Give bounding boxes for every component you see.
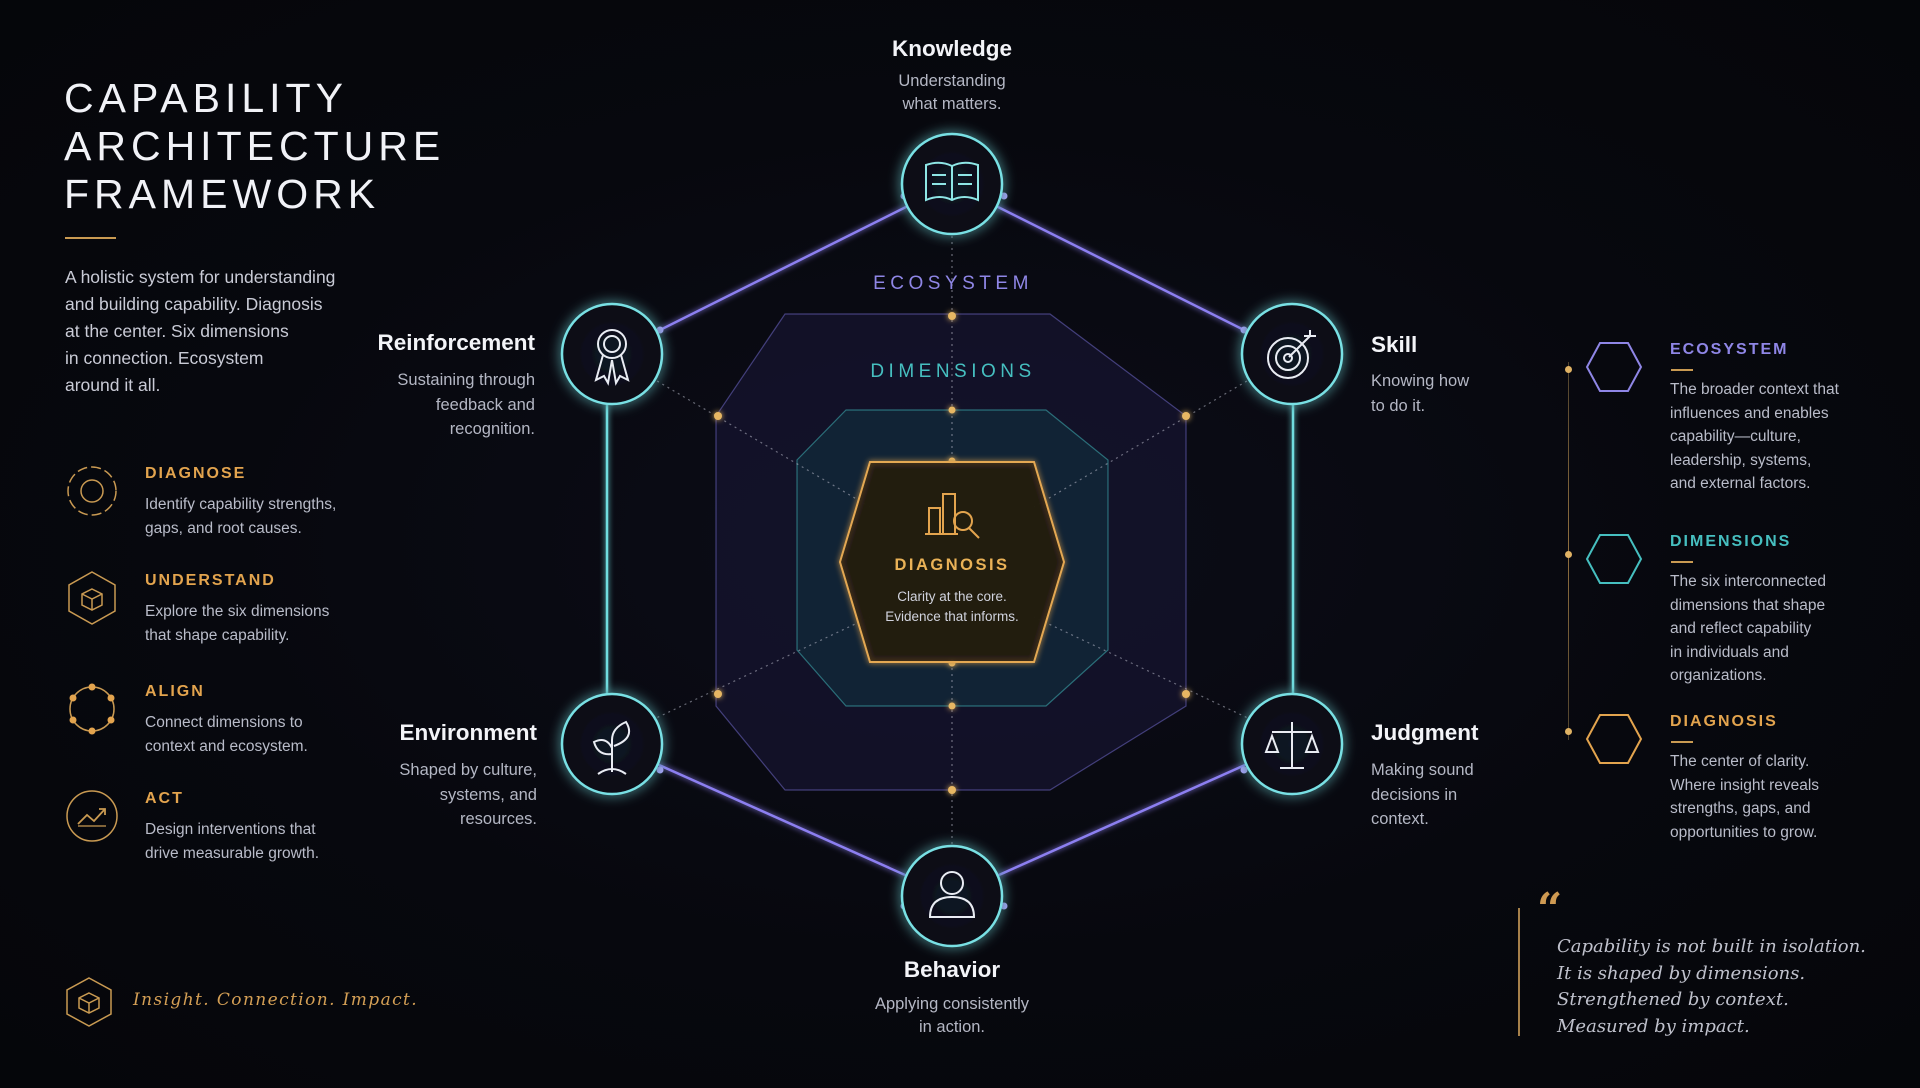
node-skill-label: Skill xyxy=(1371,332,1418,357)
node-judgment-label: Judgment xyxy=(1371,720,1479,745)
node-skill-desc: Knowing how to do it. xyxy=(1371,372,1470,415)
legend-dot xyxy=(1565,728,1572,735)
ribbon-award-icon xyxy=(594,329,630,386)
title-divider xyxy=(65,237,116,239)
cube-hexagon-icon xyxy=(68,571,116,625)
cube-logo-icon xyxy=(66,977,112,1027)
step-desc: Explore the six dimensions that shape ca… xyxy=(145,603,330,644)
step-title: DIAGNOSE xyxy=(145,465,247,482)
quote-bar xyxy=(1518,908,1520,1036)
step-desc: Identify capability strengths, gaps, and… xyxy=(145,496,337,537)
hexagon-icon xyxy=(1585,714,1643,764)
node-behavior-label: Behavior xyxy=(903,957,1001,982)
node-reinforcement-desc: Sustaining through feedback and recognit… xyxy=(397,371,535,438)
legend-title: DIMENSIONS xyxy=(1670,533,1792,550)
legend-rule xyxy=(1671,369,1693,371)
legend-desc: The six interconnected dimensions that s… xyxy=(1670,573,1826,684)
legend-desc: The center of clarity. Where insight rev… xyxy=(1670,753,1820,841)
node-reinforcement-label: Reinforcement xyxy=(377,330,535,355)
scales-icon xyxy=(1264,722,1320,769)
title-line: FRAMEWORK xyxy=(64,171,381,217)
hexagon-icon xyxy=(1585,534,1643,584)
core-title: DIAGNOSIS xyxy=(894,556,1010,574)
node-knowledge-label: Knowledge xyxy=(891,36,1012,61)
junction-dots xyxy=(714,312,1190,794)
bullseye-icon xyxy=(1267,330,1316,379)
step-title: UNDERSTAND xyxy=(145,572,276,589)
legend-dot xyxy=(1565,551,1572,558)
quote-text: Capability is not built in isolation. It… xyxy=(1557,936,1866,1037)
person-icon xyxy=(928,871,976,918)
page-title: CAPABILITY ARCHITECTURE FRAMEWORK xyxy=(64,74,464,218)
legend-rule xyxy=(1671,561,1693,563)
chart-magnifier-icon xyxy=(925,493,980,539)
hexagon-icon xyxy=(1585,342,1643,392)
step-title: ACT xyxy=(145,790,184,807)
node-behavior-desc: Applying consistently in action. xyxy=(874,995,1030,1036)
spokes xyxy=(651,230,1253,850)
ecosystem-label: ECOSYSTEM xyxy=(873,273,1033,294)
tagline: Insight. Connection. Impact. xyxy=(133,990,419,1010)
node-knowledge-desc: Understanding what matters. xyxy=(898,72,1006,113)
quote-mark: “ xyxy=(1537,884,1563,935)
step-diagnose: DIAGNOSE Identify capability strengths, … xyxy=(64,463,404,537)
node-environment-label: Environment xyxy=(399,720,537,745)
legend-desc: The broader context that influences and … xyxy=(1670,381,1839,492)
node-judgment-desc: Making sound decisions in context. xyxy=(1371,761,1474,828)
outer-hexagon xyxy=(605,182,1295,898)
legend-dot xyxy=(1565,366,1572,373)
trend-chart-icon xyxy=(66,790,118,842)
node-environment-desc: Shaped by culture, systems, and resource… xyxy=(399,761,537,828)
step-desc: Connect dimensions to context and ecosys… xyxy=(145,714,308,755)
step-align: ALIGN Connect dimensions to context and … xyxy=(64,681,404,755)
dimensions-label: DIMENSIONS xyxy=(870,361,1036,382)
target-ring-icon xyxy=(67,466,117,516)
intro-text: A holistic system for understanding and … xyxy=(65,267,336,395)
core-desc: Clarity at the core. Evidence that infor… xyxy=(885,589,1019,624)
step-act: ACT Design interventions that drive meas… xyxy=(64,788,404,862)
sprout-icon xyxy=(592,720,630,775)
book-icon xyxy=(925,161,979,202)
dotted-circle-icon xyxy=(69,683,115,735)
step-desc: Design interventions that drive measurab… xyxy=(145,821,320,862)
title-line: CAPABILITY xyxy=(64,75,348,121)
legend-title: DIAGNOSIS xyxy=(1670,713,1778,730)
title-line: ARCHITECTURE xyxy=(64,123,446,169)
step-title: ALIGN xyxy=(145,683,205,700)
step-understand: UNDERSTAND Explore the six dimensions th… xyxy=(64,570,404,644)
legend-rule xyxy=(1671,741,1693,743)
core-hexagon xyxy=(838,461,1066,663)
legend-title: ECOSYSTEM xyxy=(1670,341,1789,358)
